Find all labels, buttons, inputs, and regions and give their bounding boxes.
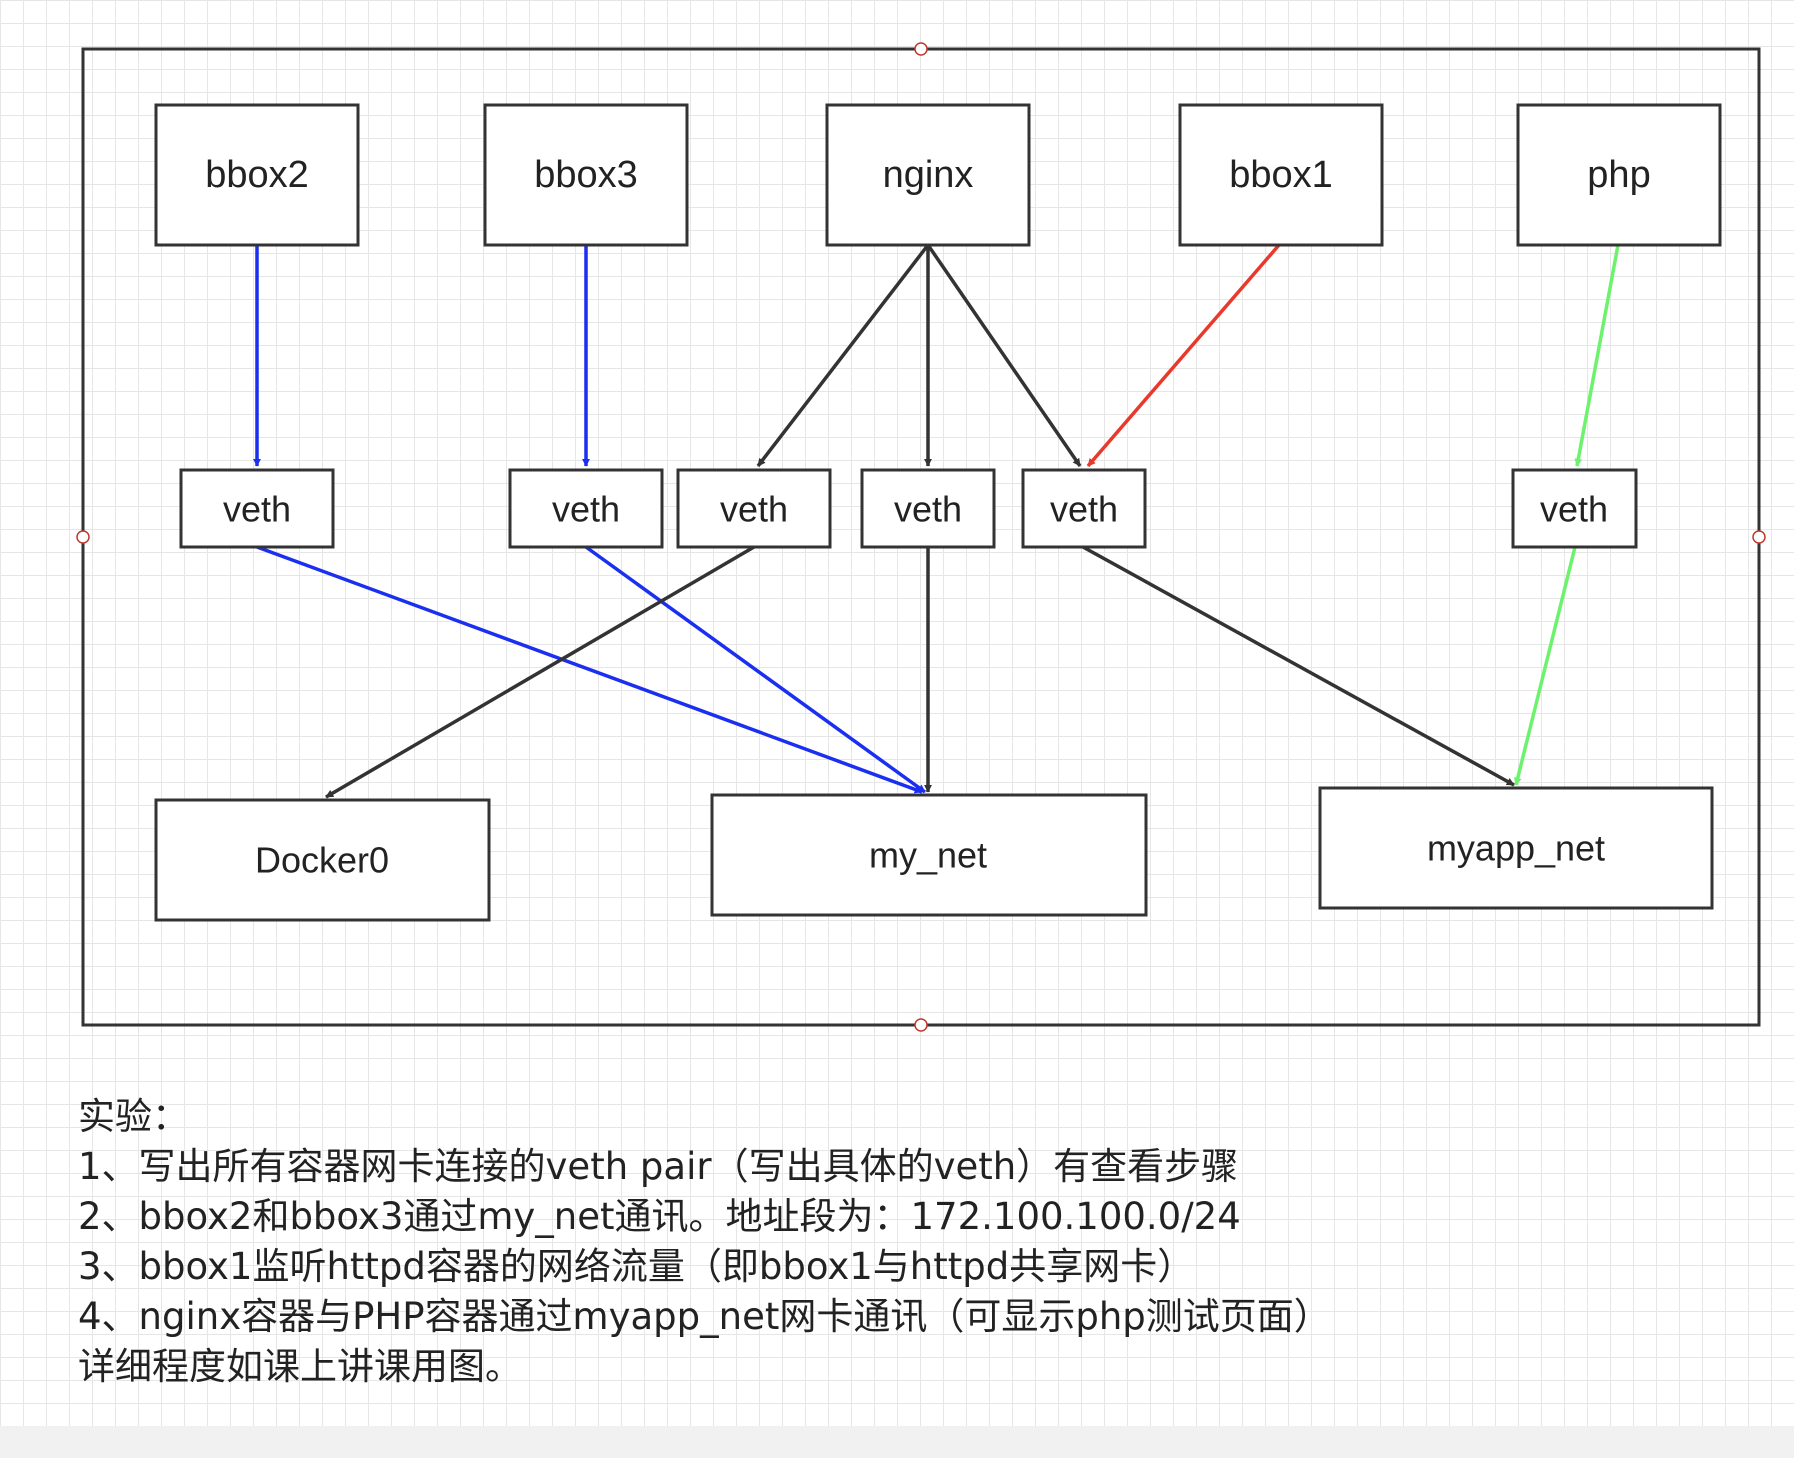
node-veth-nginx-docker0-label: veth [720, 489, 788, 530]
notes-item-1: 1、写出所有容器网卡连接的veth pair（写出具体的veth）有查看步骤 [78, 1145, 1239, 1188]
edges [253, 243, 1620, 799]
resize-handle-right[interactable] [1752, 530, 1766, 544]
node-veth-nginx-docker0[interactable]: veth [676, 468, 832, 549]
edge-veth-bbox2-mynet[interactable] [256, 545, 923, 794]
node-php-label: php [1587, 154, 1650, 196]
node-bbox3[interactable]: bbox3 [483, 103, 689, 247]
node-veth-php[interactable]: veth [1511, 468, 1638, 549]
notes-item-3: 3、bbox1监听httpd容器的网络流量（即bbox1与httpd共享网卡） [78, 1245, 1195, 1288]
notes-heading: 实验： [78, 1095, 189, 1138]
node-myapp-net-label: myapp_net [1427, 828, 1605, 869]
node-my-net[interactable]: my_net [710, 793, 1148, 917]
network-diagram: bbox2 bbox3 nginx bbox1 php veth veth ve… [76, 42, 1766, 1032]
node-bbox1[interactable]: bbox1 [1178, 103, 1384, 247]
resize-handle-bottom[interactable] [914, 1018, 928, 1032]
notes-footer: 详细程度如课上讲课用图。 [78, 1345, 522, 1388]
node-docker0[interactable]: Docker0 [154, 798, 491, 922]
node-veth-bbox3-label: veth [552, 489, 620, 530]
node-php[interactable]: php [1516, 103, 1722, 247]
node-docker0-label: Docker0 [255, 840, 389, 881]
edge-veth-php-myappnet[interactable] [1513, 546, 1577, 786]
resize-handle-left[interactable] [76, 530, 90, 544]
node-nginx[interactable]: nginx [825, 103, 1031, 247]
edge-veth-bbox3-mynet[interactable] [584, 545, 927, 794]
node-veth-nginx-mynet[interactable]: veth [860, 468, 996, 549]
node-bbox1-label: bbox1 [1229, 154, 1333, 196]
edge-veth-docker0[interactable] [325, 545, 755, 799]
node-veth-nginx-mynet-label: veth [894, 489, 962, 530]
resize-handle-top[interactable] [914, 42, 928, 56]
node-veth-php-label: veth [1540, 489, 1608, 530]
node-bbox2[interactable]: bbox2 [154, 103, 360, 247]
node-myapp-net[interactable]: myapp_net [1318, 786, 1714, 910]
edge-bbox1-veth[interactable] [1086, 243, 1281, 468]
node-bbox3-label: bbox3 [534, 154, 638, 196]
edge-veth-myappnet[interactable] [1082, 545, 1515, 787]
edge-php-veth[interactable] [1574, 244, 1620, 467]
experiment-notes: 实验： 1、写出所有容器网卡连接的veth pair（写出具体的veth）有查看… [78, 1092, 1728, 1392]
node-veth-nginx-myapp-label: veth [1050, 489, 1118, 530]
node-my-net-label: my_net [869, 835, 987, 876]
notes-item-4: 4、nginx容器与PHP容器通过myapp_net网卡通讯（可显示php测试页… [78, 1295, 1331, 1338]
node-nginx-label: nginx [883, 154, 974, 196]
notes-item-2: 2、bbox2和bbox3通过my_net通讯。地址段为：172.100.100… [78, 1195, 1241, 1238]
edge-nginx-veth-myapp[interactable] [926, 244, 1082, 467]
node-veth-bbox3[interactable]: veth [508, 468, 664, 549]
edge-nginx-veth-docker0[interactable] [756, 243, 930, 468]
node-bbox2-label: bbox2 [205, 154, 309, 196]
node-veth-nginx-myapp[interactable]: veth [1021, 468, 1147, 549]
node-veth-bbox2[interactable]: veth [179, 468, 335, 549]
bottom-band [0, 1426, 1794, 1458]
node-veth-bbox2-label: veth [223, 489, 291, 530]
